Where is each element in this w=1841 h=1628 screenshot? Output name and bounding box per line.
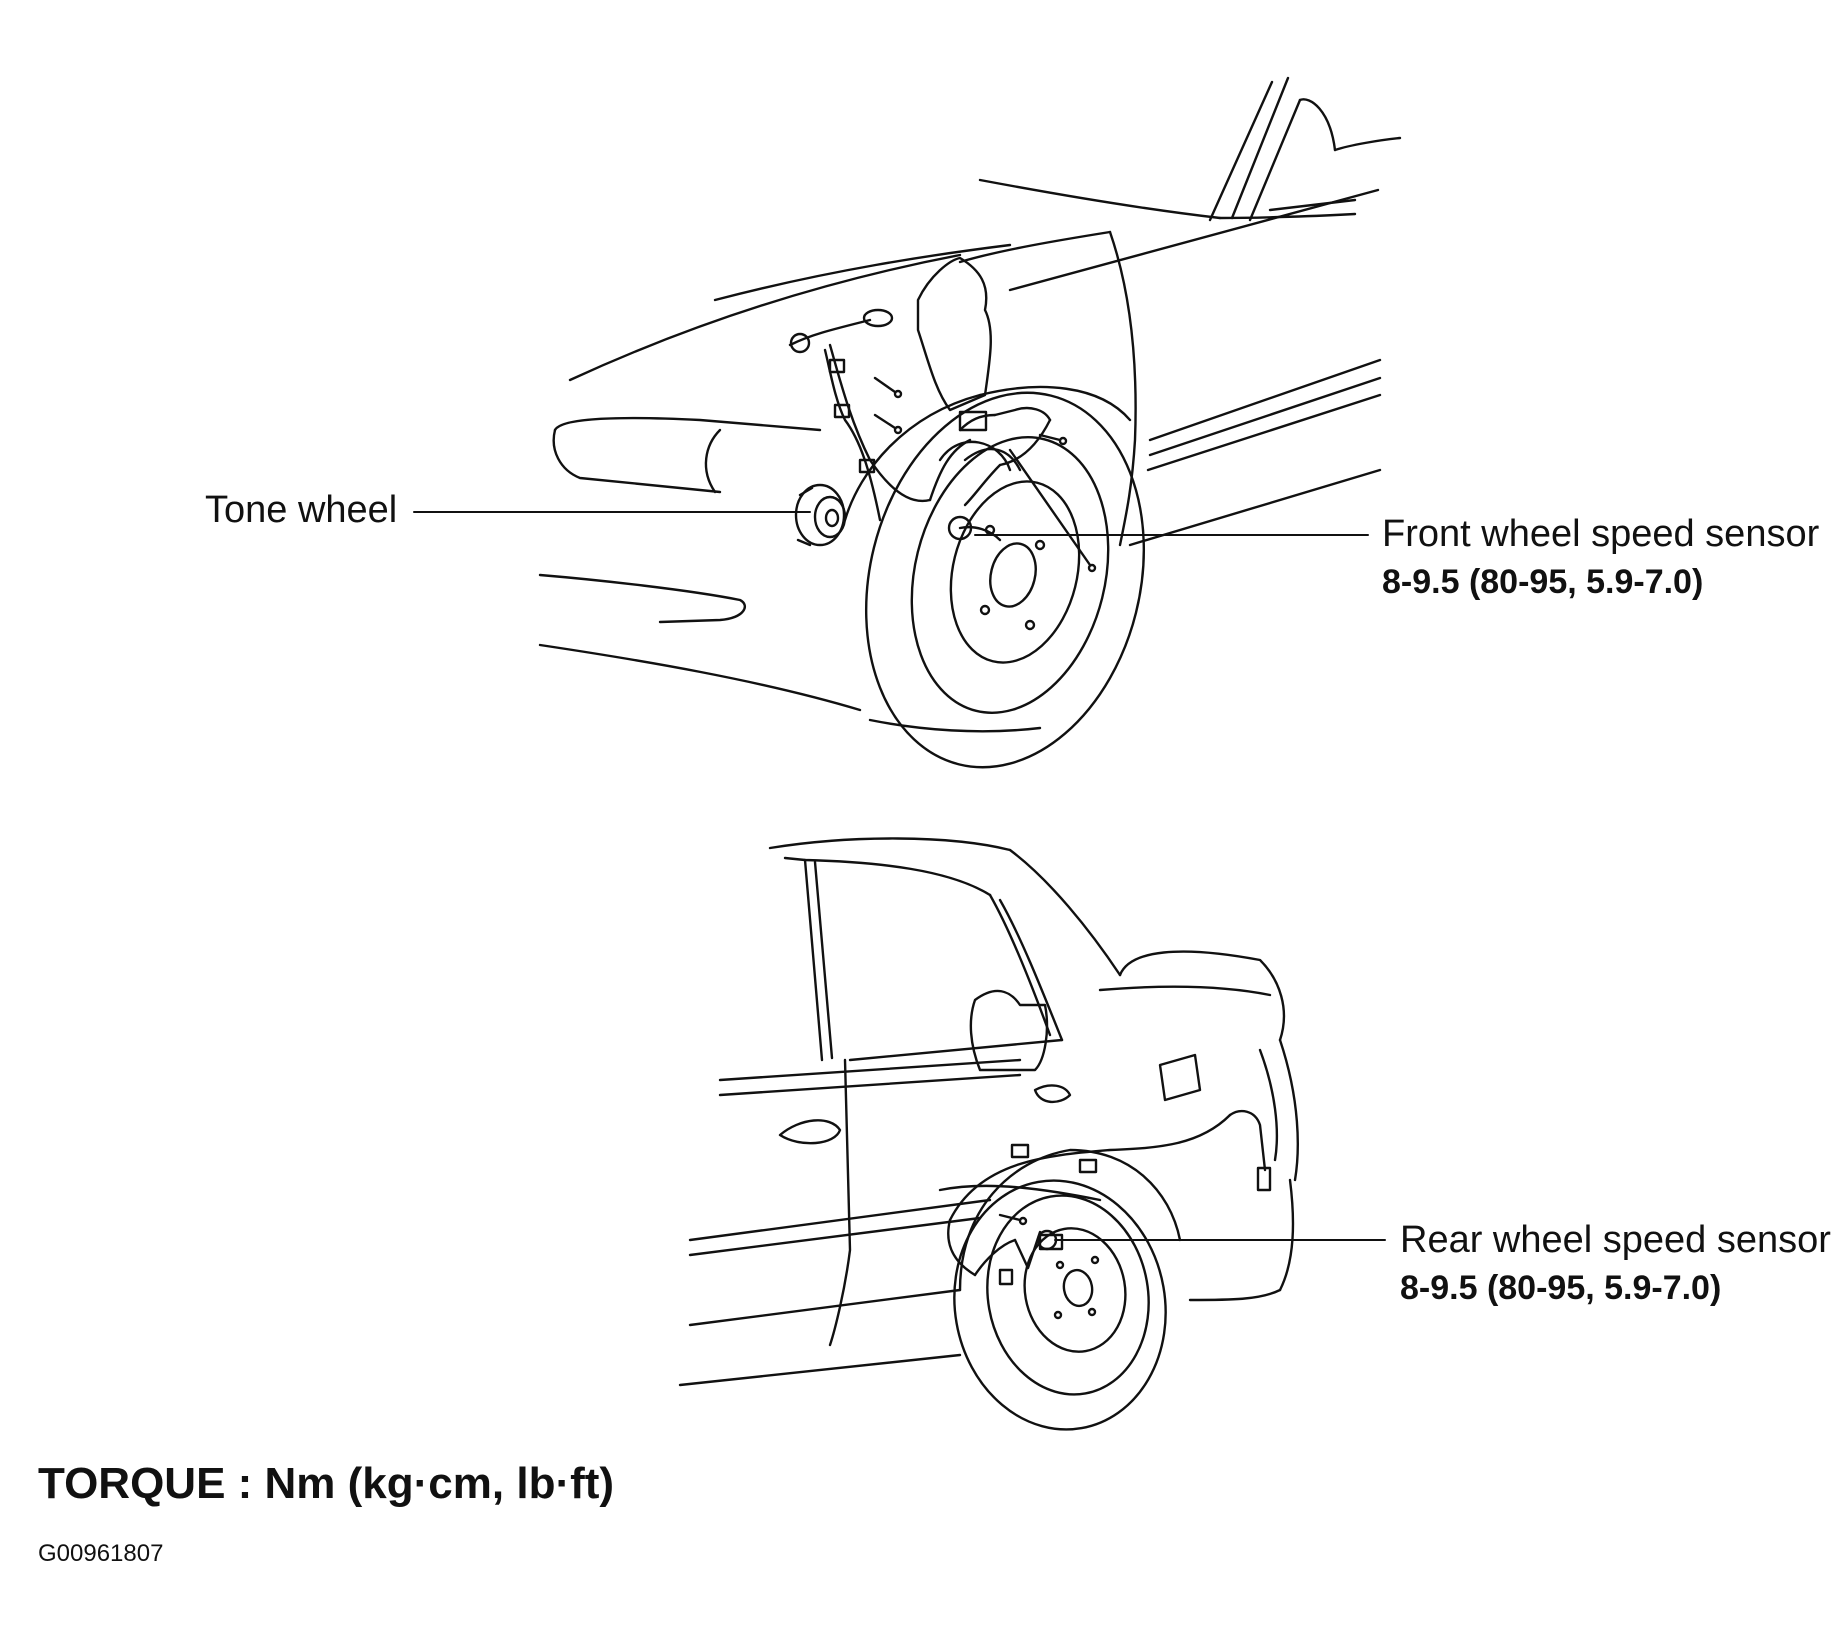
front-sensor-label: Front wheel speed sensor: [1382, 513, 1820, 555]
tone-wheel-part: [794, 483, 847, 547]
tone-wheel-label: Tone wheel: [205, 489, 398, 531]
figure-code: G00961807: [38, 1540, 164, 1567]
rear-sensor-torque: 8-9.5 (80-95, 5.9-7.0): [1400, 1269, 1722, 1307]
front-car-illustration: [538, 76, 1402, 769]
rear-sensor-label: Rear wheel speed sensor: [1400, 1219, 1831, 1261]
front-sensor-torque: 8-9.5 (80-95, 5.9-7.0): [1382, 563, 1704, 601]
torque-units-note: TORQUE : Nm (kg·cm, lb·ft): [38, 1459, 615, 1508]
rear-car-illustration: [678, 837, 1299, 1431]
